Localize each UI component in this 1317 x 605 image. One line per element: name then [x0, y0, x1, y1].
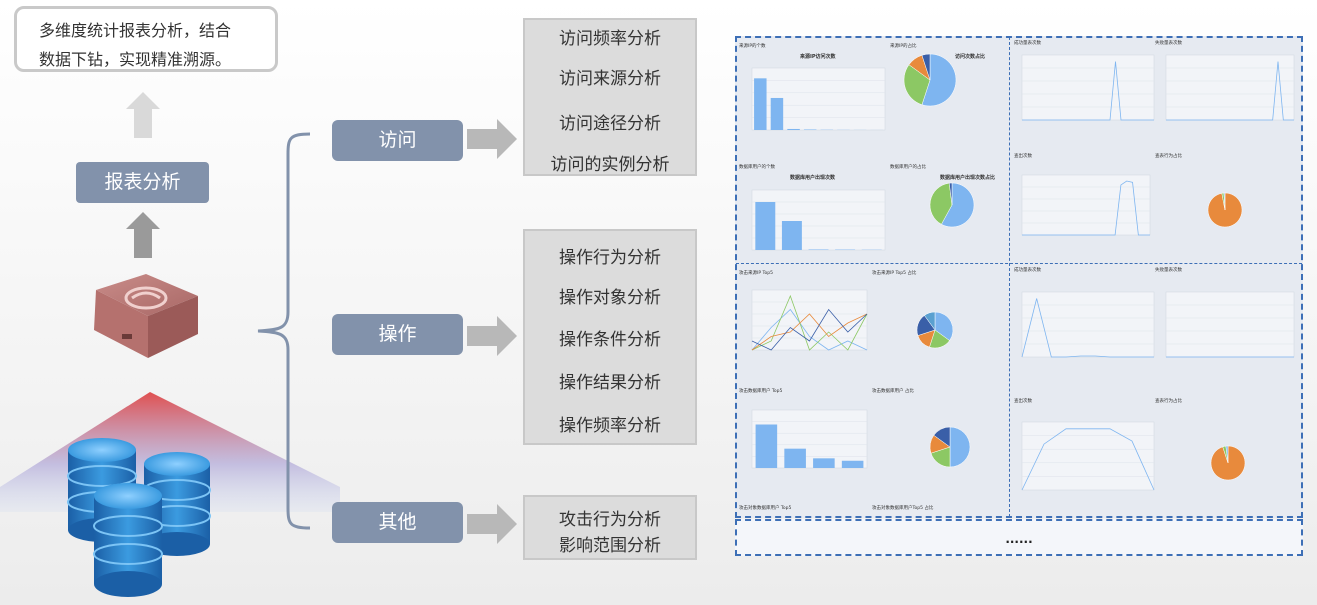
panel-label: 成功量表次数 [1014, 41, 1041, 46]
up-arrow-icon [126, 92, 160, 138]
dashboard-collage [735, 36, 1303, 518]
panel-label: 攻击数据库用户 占比 [872, 389, 914, 394]
panel-chart-title: 数据库用户出现次数 [790, 175, 836, 181]
panel-label: 失败量表次数 [1155, 41, 1182, 46]
panel-label: 攻击对象数据库用户Top5 占比 [872, 506, 934, 511]
list-item: 访问频率分析 [559, 29, 661, 49]
list-item: 访问的实例分析 [550, 155, 670, 175]
dashboard-divider [1009, 37, 1010, 517]
database-icon [67, 438, 211, 597]
list-item: 攻击行为分析 [559, 510, 661, 530]
operation-analysis-list: 操作行为分析 操作对象分析 操作条件分析 操作结果分析 操作频率分析 [523, 229, 697, 445]
panel-label: 查出次数 [1014, 154, 1032, 159]
category-visit: 访问 [332, 120, 463, 161]
category-operation: 操作 [332, 314, 463, 355]
list-item: 访问来源分析 [559, 69, 661, 89]
panel-label: 攻击来源IP Top5 [739, 271, 773, 276]
right-arrow-icon [467, 504, 517, 544]
list-item: 操作结果分析 [559, 373, 661, 393]
panel-label: 攻击来源IP Top5 占比 [872, 271, 917, 276]
panel-label: 攻击对象数据库用户 Top5 [739, 506, 792, 511]
list-item: 操作频率分析 [559, 416, 661, 436]
right-arrow-icon [467, 119, 517, 159]
list-item: 操作条件分析 [559, 330, 661, 350]
dashboard-divider [736, 263, 1302, 264]
category-other: 其他 [332, 502, 463, 543]
visit-analysis-list: 访问频率分析 访问来源分析 访问途径分析 访问的实例分析 [523, 18, 697, 176]
panel-label: 查表行为占比 [1155, 399, 1182, 404]
more-reports-bar: ...... [735, 519, 1303, 556]
list-item: 操作行为分析 [559, 248, 661, 268]
panel-label: 来源IP的个数 [739, 44, 766, 49]
summary-callout: 多维度统计报表分析，结合 数据下钻，实现精准溯源。 [14, 6, 278, 72]
right-arrow-icon [467, 316, 517, 356]
audit-device-icon [94, 274, 198, 358]
panel-label: 查表行为占比 [1155, 154, 1182, 159]
panel-label: 成功量表次数 [1014, 268, 1041, 273]
panel-pie-title: 数据库用户出现次数占比 [940, 175, 996, 181]
list-item: 影响范围分析 [559, 536, 661, 556]
callout-line-2: 数据下钻，实现精准溯源。 [39, 50, 232, 69]
panel-label: 攻击数据库用户 Top5 [739, 389, 783, 394]
other-analysis-list: 攻击行为分析 影响范围分析 [523, 495, 697, 560]
report-analysis-box: 报表分析 [76, 162, 209, 203]
panel-label: 数据库用户的个数 [739, 165, 775, 170]
panel-label: 查出次数 [1014, 399, 1032, 404]
callout-line-1: 多维度统计报表分析，结合 [39, 21, 232, 40]
grouping-brace [257, 132, 311, 530]
list-item: 访问途径分析 [559, 114, 661, 134]
panel-chart-title: 来源IP访问次数 [800, 54, 836, 60]
up-arrow-icon [126, 212, 160, 258]
panel-label: 来源IP的占比 [890, 44, 917, 49]
panel-label: 数据库用户的占比 [890, 165, 926, 170]
panel-pie-title: 访问次数占比 [955, 54, 986, 60]
panel-label: 失败量表次数 [1155, 268, 1182, 273]
list-item: 操作对象分析 [559, 288, 661, 308]
